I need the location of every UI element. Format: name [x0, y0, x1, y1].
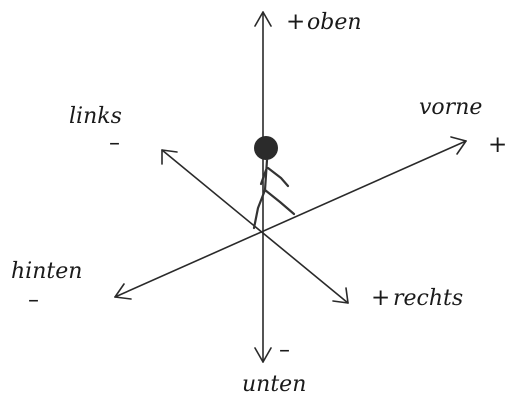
arrowhead-rechts-icon: [332, 287, 349, 304]
svg-text:+: +: [286, 9, 305, 35]
figure-head: [254, 136, 278, 160]
svg-text:hinten: hinten: [11, 259, 82, 284]
label-vorne: vorne +: [419, 95, 507, 158]
label-links: links –: [69, 104, 122, 156]
svg-text:+: +: [488, 132, 507, 158]
svg-text:rechts: rechts: [393, 286, 463, 311]
label-rechts: + rechts: [371, 285, 463, 311]
svg-text:links: links: [69, 104, 122, 129]
vertical-axis: [254, 11, 272, 363]
arrowhead-links-icon: [161, 149, 178, 165]
label-hinten: hinten –: [11, 259, 82, 313]
svg-text:+: +: [371, 285, 390, 311]
figure-arm-back: [259, 168, 268, 186]
svg-text:–: –: [279, 338, 290, 363]
arrowhead-up-icon: [254, 11, 272, 27]
svg-text:unten: unten: [242, 372, 306, 397]
figure-left-leg: [252, 188, 267, 230]
front-back-axis: [114, 136, 467, 300]
figure-right-leg: [263, 188, 296, 216]
arrowhead-vorne-icon: [450, 136, 467, 155]
stick-figure: [252, 136, 296, 230]
svg-text:oben: oben: [307, 10, 362, 35]
svg-text:–: –: [28, 288, 39, 313]
label-oben: + oben: [286, 9, 362, 35]
label-unten: – unten: [242, 338, 306, 397]
arrowhead-hinten-icon: [114, 283, 132, 300]
svg-text:–: –: [109, 131, 120, 156]
figure-arm: [266, 166, 290, 188]
arrowhead-down-icon: [254, 347, 272, 363]
svg-text:vorne: vorne: [419, 95, 482, 120]
